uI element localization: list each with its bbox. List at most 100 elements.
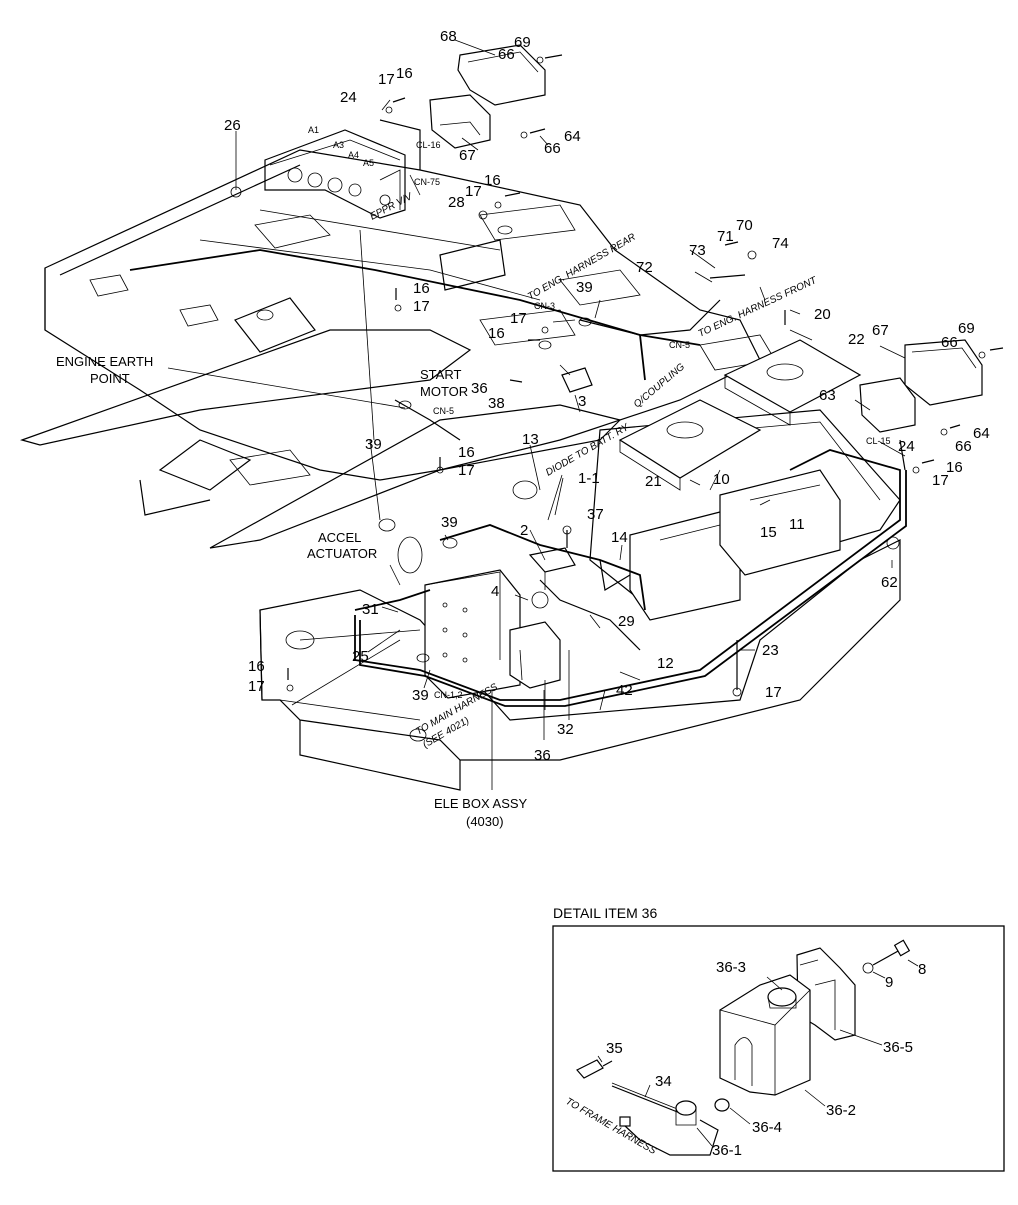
- part-number: 17: [932, 472, 949, 489]
- accel-actuator-label: ACCEL: [318, 530, 361, 545]
- part-number: 63: [819, 387, 836, 404]
- bracket-66-upper: [429, 94, 491, 149]
- connector-label: A5: [363, 158, 374, 168]
- detail-part-number: 36-4: [752, 1119, 782, 1136]
- connector-label: CN-75: [414, 177, 440, 187]
- part-number: 32: [557, 721, 574, 738]
- part-number: 69: [514, 34, 531, 51]
- part-number: 62: [881, 574, 898, 591]
- part-number: 66: [955, 438, 972, 455]
- part-number: 64: [564, 128, 581, 145]
- part-number: 74: [772, 235, 789, 252]
- part-number: 28: [448, 194, 465, 211]
- connector-label: CL-16: [416, 140, 441, 150]
- part-number: 42: [616, 682, 633, 699]
- start-motor-label: MOTOR: [420, 384, 468, 399]
- part-number: 24: [898, 438, 915, 455]
- connector-label: A4: [348, 150, 359, 160]
- part-number: 4: [491, 583, 499, 600]
- part-number: 2: [520, 522, 528, 539]
- connector-label: CN-5: [669, 340, 690, 350]
- detail-part-number: 36-3: [716, 959, 746, 976]
- battery-cover-21: [618, 399, 762, 491]
- batteries-15-11: [629, 469, 841, 621]
- part-number-labels: 26 68 69 66 17 16 24 64 66 67 16 17 28 7…: [224, 28, 990, 764]
- detail-part-number: 36-1: [712, 1142, 742, 1159]
- part-number: 10: [713, 471, 730, 488]
- part-number: 1-1: [578, 470, 600, 487]
- part-number: 38: [488, 395, 505, 412]
- part-number: 66: [498, 46, 515, 63]
- part-number: 13: [522, 431, 539, 448]
- detail-frame: [552, 925, 1005, 1172]
- hardware: [230, 54, 1004, 697]
- detail-title: DETAIL ITEM 36: [553, 905, 657, 921]
- cap-36-3: [767, 987, 797, 1007]
- frame-harness-wire: [623, 1119, 719, 1156]
- eppr-valve-label: EPPR V/V: [368, 191, 415, 223]
- engine-earth-label: ENGINE EARTH: [56, 354, 153, 369]
- part-number: 67: [459, 147, 476, 164]
- harness-lines: [129, 119, 907, 707]
- ele-box-assy: [424, 569, 521, 699]
- rod-34: [611, 1085, 686, 1116]
- part-number: 24: [340, 89, 357, 106]
- part-number: 17: [765, 684, 782, 701]
- bracket-66-right: [859, 377, 916, 433]
- part-number: 3: [578, 393, 586, 410]
- part-number: 71: [717, 228, 734, 245]
- part-number: 22: [848, 331, 865, 348]
- start-motor-label: START: [420, 367, 461, 382]
- washer-9: [862, 962, 874, 974]
- part-number: 16: [248, 658, 265, 675]
- connector-35: [576, 1059, 604, 1079]
- part-number: 31: [362, 601, 379, 618]
- harness-front-label: TO ENG. HARNESS FRONT: [697, 275, 820, 340]
- detail-part-number: 34: [655, 1073, 672, 1090]
- connector-label: CL-15: [866, 436, 891, 446]
- part-number: 17: [458, 462, 475, 479]
- part-number: 16: [946, 459, 963, 476]
- connector-label: CN-3: [534, 301, 555, 311]
- part-number: 20: [814, 306, 831, 323]
- tank-36-2: [719, 974, 811, 1096]
- frame-harness-label: TO FRAME HARNESS: [564, 1096, 659, 1157]
- part-number: 29: [618, 613, 635, 630]
- part-number: 16: [484, 172, 501, 189]
- control-valve-block: [264, 129, 406, 219]
- connector-label: CN-5: [433, 406, 454, 416]
- connector-label: A1: [308, 125, 319, 135]
- relay-bracket-2: [528, 547, 576, 590]
- part-number: 25: [352, 648, 369, 665]
- ele-box-label: (4030): [466, 814, 504, 829]
- detail-part-number: 35: [606, 1040, 623, 1057]
- part-number: 36: [534, 747, 551, 764]
- part-number: 66: [544, 140, 561, 157]
- accel-actuator-label: ACTUATOR: [307, 546, 377, 561]
- cover-68: [457, 44, 546, 106]
- part-number: 39: [412, 687, 429, 704]
- part-number: 70: [736, 217, 753, 234]
- part-number: 16: [396, 65, 413, 82]
- part-number: 37: [587, 506, 604, 523]
- part-number: 14: [611, 529, 628, 546]
- part-number: 64: [973, 425, 990, 442]
- part-number: 26: [224, 117, 241, 134]
- connector-label: A3: [333, 140, 344, 150]
- part-number: 21: [645, 473, 662, 490]
- part-number: 67: [872, 322, 889, 339]
- leader-lines: [167, 39, 906, 790]
- detail-part-number: 9: [885, 974, 893, 991]
- part-number: 16: [458, 444, 475, 461]
- frame-structure: [20, 149, 901, 791]
- engine-earth-label: POINT: [90, 371, 130, 386]
- sensor-36-1: [675, 1100, 697, 1116]
- item-36-tank-main: [509, 621, 561, 689]
- part-number: 11: [789, 516, 805, 533]
- detail-item-36: DETAIL ITEM 36: [552, 905, 1005, 1172]
- part-number: 69: [958, 320, 975, 337]
- part-number: 17: [510, 310, 527, 327]
- part-number: 16: [488, 325, 505, 342]
- part-number: 16: [413, 280, 430, 297]
